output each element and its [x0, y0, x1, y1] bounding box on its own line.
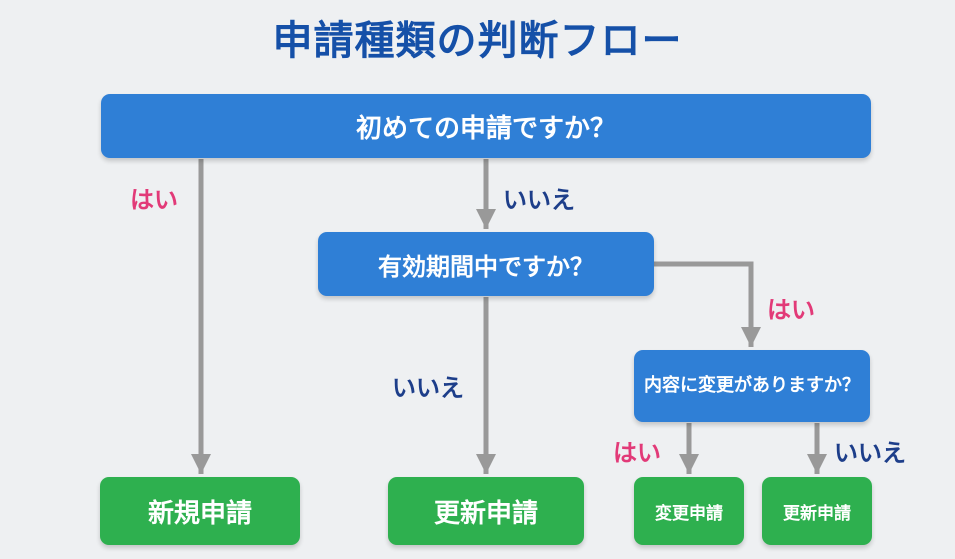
label-first-no: いいえ	[503, 186, 575, 214]
page-title: 申請種類の判断フロー	[272, 18, 683, 64]
result-renewal-application-small: 更新申請	[762, 477, 872, 545]
question-first-application: 初めての申請ですか？	[101, 94, 871, 158]
label-validity-no: いいえ	[392, 374, 464, 402]
result-renewal-application: 更新申請	[388, 477, 584, 545]
label-change-yes: はい	[613, 439, 661, 467]
label-first-yes: はい	[130, 186, 178, 214]
result-new-application: 新規申請	[100, 477, 300, 545]
question-content-changed: 内容に変更がありますか？	[634, 350, 870, 422]
result-change-application: 変更申請	[634, 477, 744, 545]
arrow-validity-yes	[654, 261, 761, 347]
label-change-no: いいえ	[834, 439, 906, 467]
label-validity-yes: はい	[767, 296, 815, 324]
question-within-validity: 有効期間中ですか？	[318, 232, 654, 296]
